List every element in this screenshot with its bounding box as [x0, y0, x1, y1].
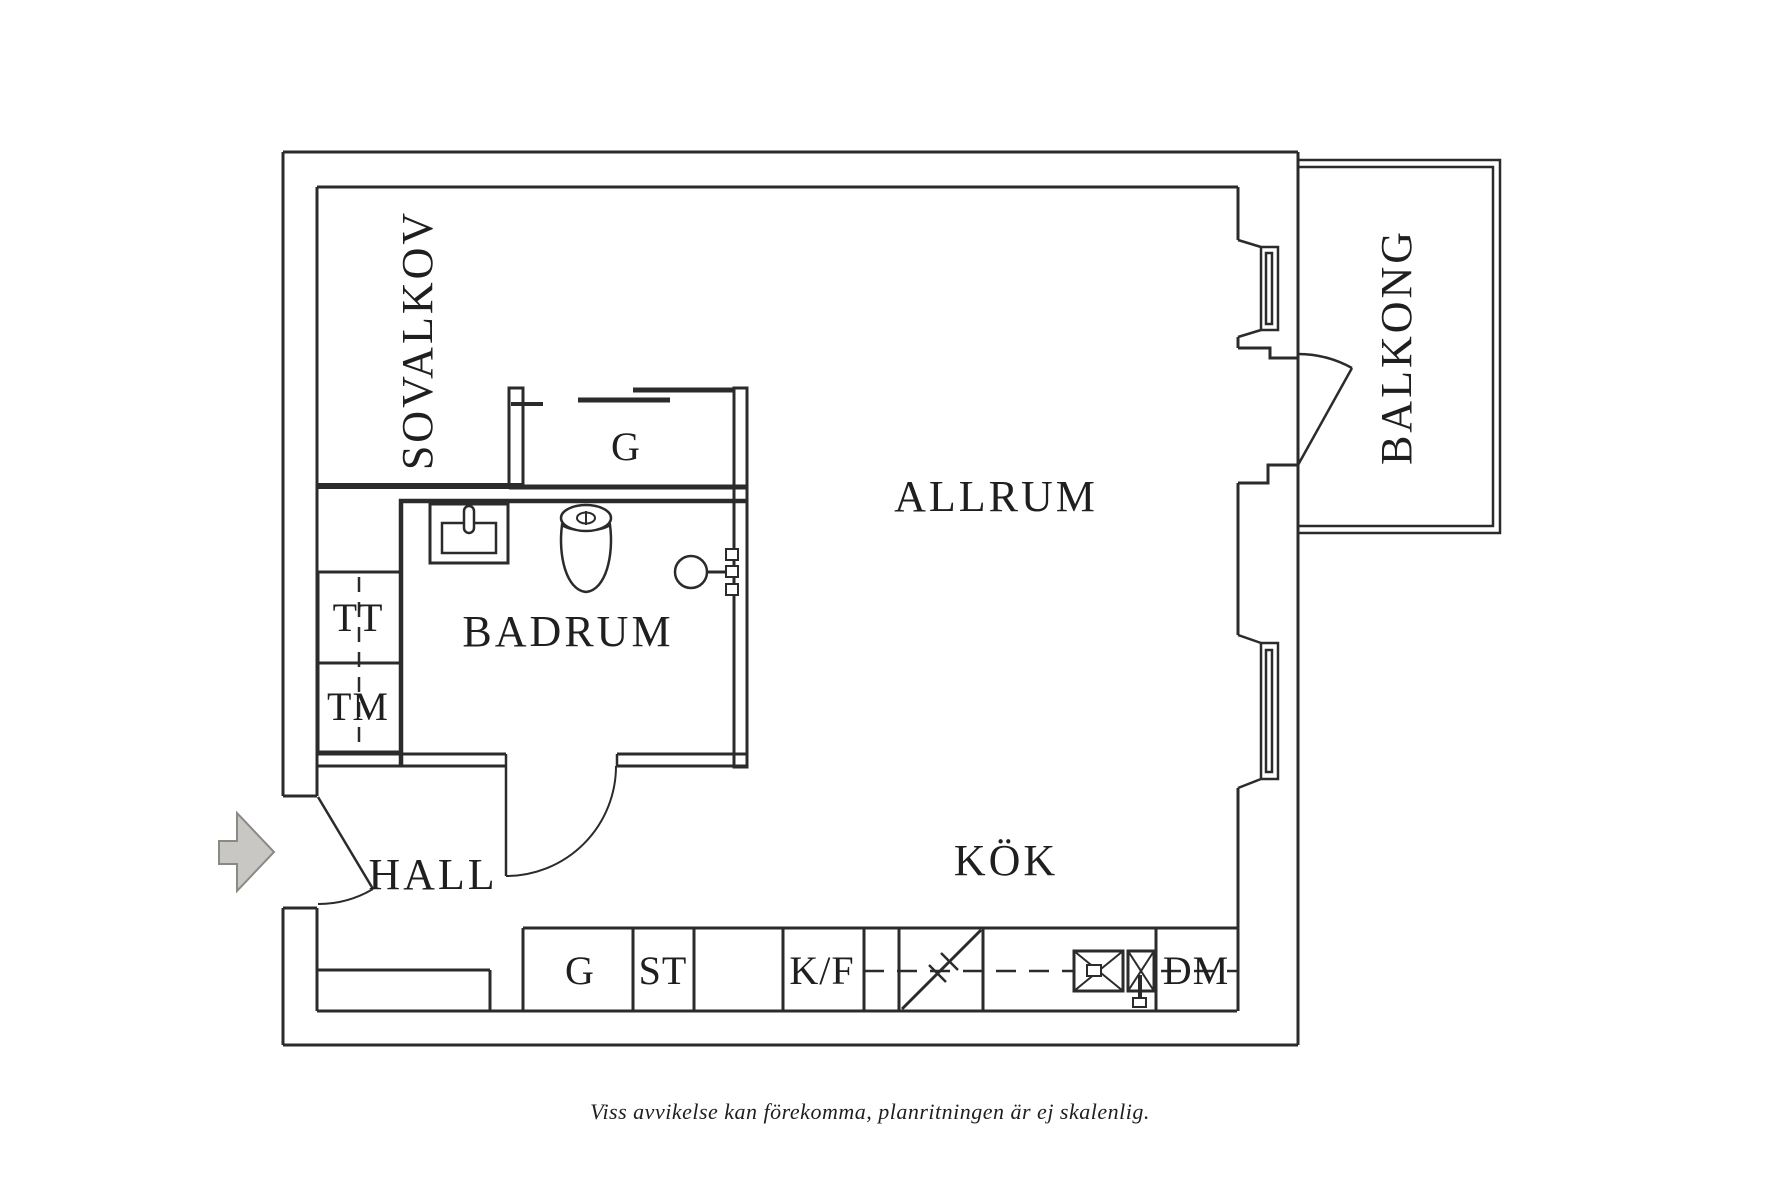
room-label-allrum: ALLRUM — [894, 472, 1098, 521]
disclaimer-text: Viss avvikelse kan förekomma, planritnin… — [590, 1099, 1150, 1124]
sliding-door-icon — [578, 387, 734, 403]
balcony-outline — [1298, 158, 1502, 535]
hall-cabinet — [317, 968, 492, 1011]
kitchen-label-dm: DM — [1162, 948, 1230, 993]
toilet-icon — [559, 503, 613, 594]
shower-icon — [673, 548, 739, 596]
stove-icon — [900, 928, 983, 1011]
room-label-hall: HALL — [368, 850, 498, 899]
window-bottom-icon — [1237, 633, 1280, 790]
kitchen-sink-icon — [1072, 949, 1156, 1008]
kitchen-label-g: G — [565, 948, 595, 993]
laundry-boxes — [316, 570, 403, 754]
window-top-icon — [1237, 238, 1280, 339]
exterior-walls — [281, 150, 1300, 1047]
kitchen-counter — [521, 926, 1237, 1011]
room-label-sovalkov: SOVALKOV — [393, 209, 442, 471]
kitchen-label-kf: K/F — [789, 948, 855, 993]
kitchen-label-st: ST — [638, 948, 688, 993]
bathroom-sink-icon — [428, 502, 510, 565]
balcony-door-icon — [1296, 352, 1354, 466]
room-label-kok: KÖK — [953, 836, 1059, 885]
entrance-arrow-icon — [218, 810, 276, 894]
room-label-badrum: BADRUM — [462, 607, 674, 656]
appliance-label-tt: TT — [332, 595, 384, 640]
closet-label-g: G — [611, 424, 641, 469]
room-label-balkong: BALKONG — [1372, 228, 1421, 466]
appliance-label-tm: TM — [327, 684, 389, 729]
entrance-door-icon — [316, 796, 375, 906]
bathroom-door-icon — [504, 765, 617, 877]
